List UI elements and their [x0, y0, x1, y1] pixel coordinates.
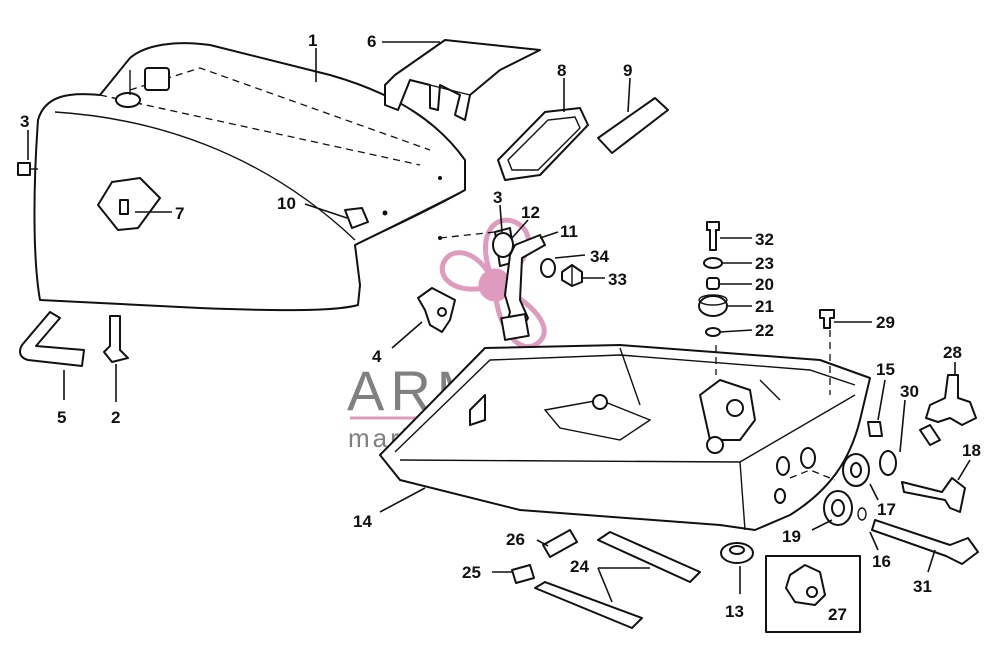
- tubes: [511, 529, 701, 629]
- washer-and-knob: [540, 258, 583, 287]
- callout-22: 22: [755, 321, 774, 340]
- callout-9: 9: [623, 61, 632, 80]
- callout-27: 27: [828, 605, 847, 624]
- callout-5: 5: [57, 408, 66, 427]
- callout-8: 8: [557, 61, 566, 80]
- callout-20: 20: [755, 275, 774, 294]
- leader-lines: [27, 41, 971, 603]
- callout-7: 7: [175, 204, 184, 223]
- callout-24: 24: [570, 557, 589, 576]
- callout-34: 34: [590, 247, 609, 266]
- callout-13: 13: [725, 602, 744, 621]
- fuel-valve: [919, 374, 977, 446]
- latch-plate: [417, 287, 456, 333]
- lower-pan: [379, 330, 871, 531]
- callout-16: 16: [872, 552, 891, 571]
- callout-32: 32: [755, 230, 774, 249]
- callout-labels: 1 2 3 3 4 5 6 7 8 9 10 11 12 13 14 15 16…: [20, 31, 981, 624]
- callout-12: 12: [521, 203, 540, 222]
- callout-11: 11: [560, 222, 578, 241]
- shift-lever: [901, 477, 966, 513]
- callout-19: 19: [782, 527, 801, 546]
- callout-21: 21: [755, 297, 774, 316]
- callout-26: 26: [506, 530, 525, 549]
- callout-3-left: 3: [20, 112, 29, 131]
- screw-29: [819, 309, 835, 329]
- grommet-19: [823, 490, 867, 526]
- callout-18: 18: [962, 441, 981, 460]
- callout-14: 14: [353, 512, 372, 531]
- hood-panel: [384, 39, 541, 121]
- shift-rod: [871, 519, 979, 565]
- callout-30: 30: [900, 382, 919, 401]
- upper-cover: [33, 42, 466, 312]
- callout-15: 15: [876, 360, 895, 379]
- inset-box: [765, 555, 861, 633]
- decal-strip: [597, 97, 669, 154]
- bushings: [842, 421, 897, 487]
- mount-stack: [698, 221, 728, 337]
- seal-strip: [19, 311, 85, 367]
- callout-28: 28: [943, 343, 962, 362]
- latch-assembly: [438, 227, 546, 341]
- callout-23: 23: [755, 254, 774, 273]
- callout-31: 31: [913, 577, 932, 596]
- callout-33: 33: [608, 270, 627, 289]
- callout-4: 4: [372, 347, 382, 366]
- callout-2: 2: [111, 408, 120, 427]
- callout-3-right: 3: [493, 188, 502, 207]
- callout-25: 25: [462, 563, 481, 582]
- screw-left: [17, 162, 38, 176]
- callout-1: 1: [308, 31, 317, 50]
- gasket-frame: [497, 107, 589, 181]
- bracket: [103, 315, 129, 363]
- callout-10: 10: [277, 194, 296, 213]
- callout-6: 6: [367, 32, 376, 51]
- grommet-13: [720, 542, 754, 564]
- callout-17: 17: [877, 500, 896, 519]
- callout-29: 29: [876, 313, 895, 332]
